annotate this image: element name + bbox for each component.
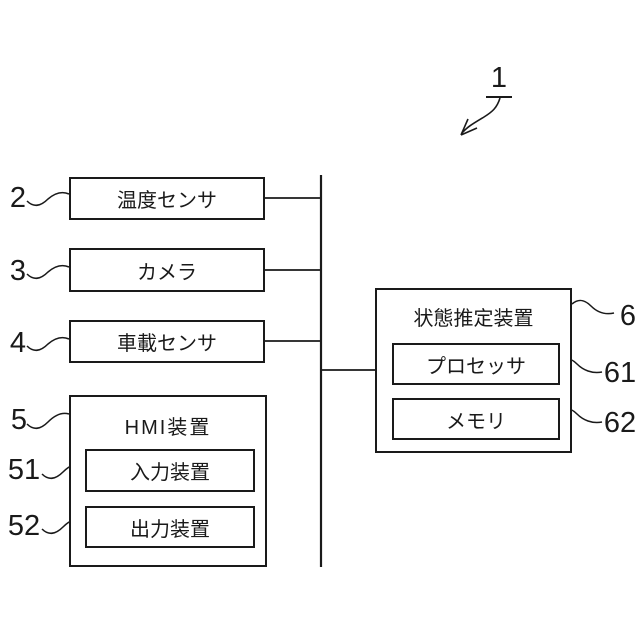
- block-label-camera: カメラ: [137, 261, 197, 284]
- block-label-output-device: 出力装置: [130, 518, 210, 541]
- ref-number-3: 3: [9, 255, 27, 287]
- leader-ref-3: [26, 264, 70, 280]
- block-state-estimation-device: 状態推定装置 プロセッサ メモリ: [375, 288, 572, 453]
- ref-number-62: 62: [603, 407, 637, 439]
- block-processor: プロセッサ: [392, 343, 560, 385]
- ref-number-52: 52: [7, 510, 41, 542]
- block-temperature-sensor: 温度センサ: [69, 177, 265, 220]
- block-label-state-estimation-device: 状態推定装置: [413, 308, 534, 330]
- block-label-hmi-device: HMI装置: [124, 417, 212, 439]
- block-label-input-device: 入力装置: [130, 462, 210, 484]
- block-camera: カメラ: [69, 248, 265, 292]
- leader-ref-2: [26, 191, 70, 207]
- block-input-device: 入力装置: [85, 449, 255, 492]
- leader-ref-5: [26, 412, 70, 430]
- block-label-memory: メモリ: [446, 410, 506, 433]
- figure-ref-number: 1: [479, 61, 519, 98]
- ref-number-51: 51: [7, 454, 41, 486]
- figure-ref-label: 1: [485, 62, 513, 98]
- block-vehicle-sensor: 車載センサ: [69, 320, 265, 363]
- ref-number-5: 5: [10, 404, 28, 436]
- leader-ref-6: [571, 299, 615, 315]
- ref-number-61: 61: [603, 357, 637, 389]
- block-memory: メモリ: [392, 398, 560, 440]
- leader-ref-4: [26, 336, 70, 352]
- figure-arrow: [460, 97, 501, 136]
- ref-number-2: 2: [9, 182, 27, 214]
- block-label-vehicle-sensor: 車載センサ: [117, 333, 217, 355]
- block-hmi-device: HMI装置 入力装置 出力装置: [69, 395, 267, 567]
- ref-number-6: 6: [619, 300, 637, 332]
- ref-number-4: 4: [9, 327, 27, 359]
- block-label-processor: プロセッサ: [426, 355, 526, 378]
- block-label-temperature-sensor: 温度センサ: [117, 190, 217, 212]
- block-output-device: 出力装置: [85, 506, 255, 548]
